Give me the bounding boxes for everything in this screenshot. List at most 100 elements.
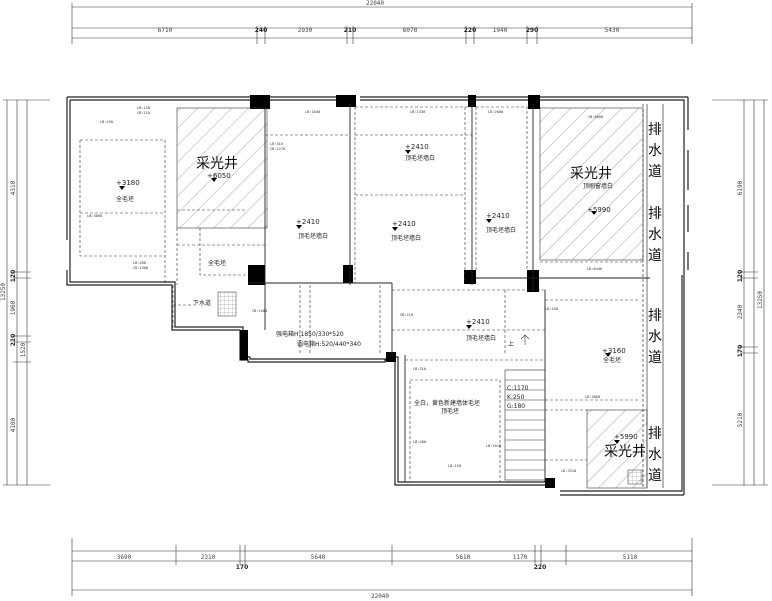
elevation-3160: +3160 xyxy=(602,347,626,355)
tag-2: CB:210 xyxy=(137,111,150,115)
drain-grates xyxy=(217,291,643,485)
tag-8: CB:1270 xyxy=(270,147,285,151)
tag-13: LB:1010 xyxy=(486,444,501,448)
bottom-dim-1: 3690 xyxy=(117,554,132,561)
right-dimensions xyxy=(712,99,768,486)
skylight-top-left xyxy=(176,107,268,229)
left-segment-labels: 4310 120 1960 210 1520 4100 13250 xyxy=(0,180,27,432)
drain-label-top: 排 水 道 xyxy=(648,122,662,180)
elevation-5990-top: +5990 xyxy=(587,206,611,214)
tag-6: CB:1400 xyxy=(133,266,148,270)
note-ceiling-2: 顶毛坯墙白 xyxy=(391,234,421,242)
top-total-dim: 22040 xyxy=(366,0,384,7)
top-dim-3: 2930 xyxy=(298,27,313,34)
drain-label-lower-mid: 排 水 道 xyxy=(648,308,662,366)
bottom-total-dim: 22040 xyxy=(371,593,389,600)
skylight-top-right xyxy=(539,107,644,261)
elevation-markers xyxy=(119,150,620,444)
note-whole-rough-2: 全毛坯 xyxy=(208,259,226,267)
note-ceiling-1: 顶毛坯墙白 xyxy=(298,232,328,240)
note-ceiling-4: 顶毛坯墙白 xyxy=(486,226,516,234)
tag-7: LB:310 xyxy=(270,142,283,146)
left-dim-4: 210 xyxy=(10,334,17,347)
drain-char-3: 道 xyxy=(648,164,662,180)
skylight-label-top-left: 采光井 xyxy=(196,156,238,172)
tag-17: LB:280 xyxy=(413,440,426,444)
note-ceiling-5: 顶毛坯墙白 xyxy=(466,334,496,342)
note-ceiling-3: 顶毛坯墙白 xyxy=(405,154,435,162)
bottom-dim-8: 5110 xyxy=(623,554,638,561)
top-dimensions xyxy=(71,3,693,44)
elevation-2410-c: +2410 xyxy=(405,143,429,151)
elevation-5990-bottom: +5990 xyxy=(614,433,638,441)
tag-16: LB:310 xyxy=(413,367,426,371)
drain-char-11: 水 xyxy=(648,447,662,463)
left-dim-1: 4310 xyxy=(10,180,17,195)
drain-label-upper-mid: 排 水 道 xyxy=(648,206,662,264)
elevation-6050: +6050 xyxy=(207,172,231,180)
outer-walls xyxy=(66,96,689,496)
elevation-2410-b: +2410 xyxy=(392,220,416,228)
drain-char-8: 水 xyxy=(648,329,662,345)
tag-9: LB:1040 xyxy=(305,110,320,114)
left-dim-6: 4100 xyxy=(10,417,17,432)
top-dim-1: 6710 xyxy=(158,27,173,34)
top-dim-4: 210 xyxy=(344,27,357,34)
note-cabinet-c: C:1170 xyxy=(507,385,529,392)
top-dim-6: 220 xyxy=(464,27,477,34)
right-segment-labels: 6190 120 2340 170 5210 13250 xyxy=(737,180,764,427)
dashed-lines xyxy=(79,106,643,483)
skylight-label-top-right: 采光井 xyxy=(570,166,612,182)
note-down-pipe: 下水道 xyxy=(193,299,211,307)
right-total-dim: 13250 xyxy=(757,291,764,309)
mini-tags: LB:150 CB:210 LB:430 LB:3660 LB:280 CB:1… xyxy=(87,106,603,473)
tag-18: LB:150 xyxy=(448,464,461,468)
left-total-dim: 13250 xyxy=(0,283,7,301)
right-dim-5: 5210 xyxy=(737,412,744,427)
note-up: 上 xyxy=(508,340,514,348)
skylight-label-bottom-right: 采光井 xyxy=(604,444,646,460)
note-top-skylight: 顶刷窗墙白 xyxy=(583,182,613,190)
drain-char-7: 排 xyxy=(648,308,662,324)
tag-11: LB:2600 xyxy=(488,110,503,114)
drain-char-5: 水 xyxy=(648,227,662,243)
elevation-2410-e: +2410 xyxy=(466,318,490,326)
tag-4: LB:3660 xyxy=(87,214,102,218)
tag-22: LB:3660 xyxy=(585,395,600,399)
top-dim-5: 6070 xyxy=(403,27,418,34)
top-dim-2: 240 xyxy=(255,27,268,34)
drain-char-2: 水 xyxy=(648,143,662,159)
bottom-dim-7: 1170 xyxy=(513,554,528,561)
bottom-segment-labels: 3690 2310 170 5640 5610 220 1170 5110 xyxy=(117,554,638,571)
right-dim-2: 120 xyxy=(737,270,744,283)
tag-21: CB:210 xyxy=(400,313,413,317)
top-dim-9: 5430 xyxy=(605,27,620,34)
note-weak-box: 弱电箱H:520/440*340 xyxy=(297,340,361,348)
tag-20: CB:1400 xyxy=(252,309,267,313)
drain-char-4: 排 xyxy=(648,206,662,222)
left-dimensions xyxy=(3,99,50,486)
right-dim-1: 6190 xyxy=(737,180,744,195)
elevation-2410-a: +2410 xyxy=(296,218,320,226)
structural-columns xyxy=(240,95,555,488)
tag-19: LB:430 xyxy=(545,307,558,311)
drain-char-12: 道 xyxy=(648,468,662,484)
drain-char-9: 道 xyxy=(648,350,662,366)
bottom-dim-4: 5640 xyxy=(311,554,326,561)
elevation-3180: +3180 xyxy=(116,179,140,187)
top-dim-8: 290 xyxy=(526,27,539,34)
skylight-bottom-right xyxy=(586,409,648,489)
note-cabinet-k: K:250 xyxy=(507,394,525,401)
note-strong-box: 强电箱H:1850/330*520 xyxy=(276,330,344,338)
bottom-dim-5: 5610 xyxy=(456,554,471,561)
right-dim-3: 2340 xyxy=(737,304,744,319)
tag-15: LB:3310 xyxy=(561,469,576,473)
top-dim-7: 1940 xyxy=(493,27,508,34)
drain-channel xyxy=(642,104,664,488)
tag-10: LB:1330 xyxy=(410,110,425,114)
drain-char-6: 道 xyxy=(648,248,662,264)
drain-label-bottom: 排 水 道 xyxy=(648,426,662,484)
bottom-dim-6: 220 xyxy=(534,564,547,571)
tag-5: LB:280 xyxy=(133,261,146,265)
